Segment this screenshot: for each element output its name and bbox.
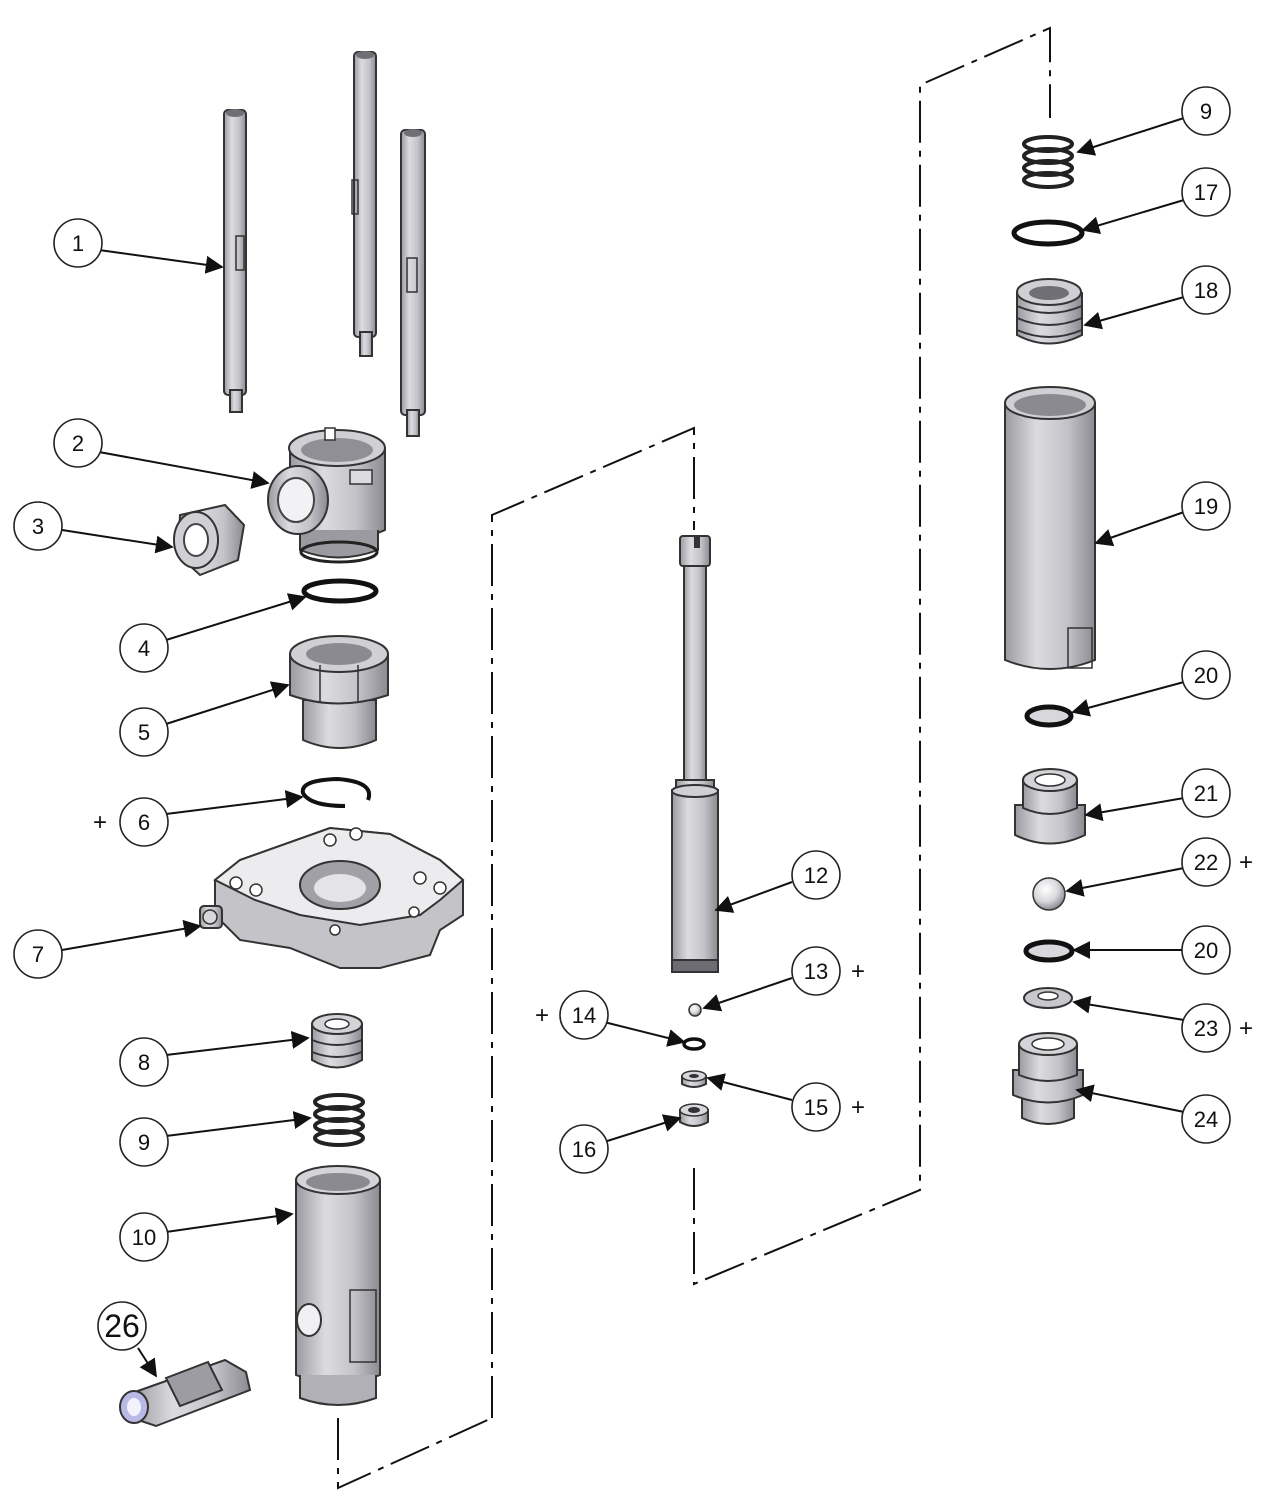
callout-10: 10 [119,1212,169,1262]
svg-text:8: 8 [138,1050,150,1075]
callout-26: 26 [97,1301,147,1351]
callout-4: 4 [119,623,169,673]
callout-12: 12 [791,850,841,900]
part-19-sleeve [1004,386,1096,670]
part-9-spring-right [1022,135,1074,189]
plus-mark-23: + [1239,1015,1253,1042]
part-26-fitting [119,1358,252,1428]
part-15-seat [681,1070,707,1088]
callout-1: 1 [53,218,103,268]
svg-text:20: 20 [1194,938,1218,963]
part-9-spring-left [313,1093,365,1147]
svg-text:9: 9 [138,1130,150,1155]
part-21-hex-fitting [1014,768,1086,845]
svg-text:10: 10 [132,1225,156,1250]
part-4-o-ring [301,578,379,604]
plus-mark-6: + [93,809,107,836]
part-22-ball [1032,877,1066,911]
callout-24: 24 [1181,1094,1231,1144]
callout-19: 19 [1181,481,1231,531]
svg-text:1: 1 [72,231,84,256]
svg-text:4: 4 [138,636,150,661]
svg-text:18: 18 [1194,278,1218,303]
callout-22: 22 + [1181,837,1253,887]
callout-21: 21 [1181,768,1231,818]
svg-text:20: 20 [1194,663,1218,688]
svg-text:7: 7 [32,942,44,967]
part-3-bushing [173,503,246,577]
assembly-center-lines [337,26,1051,1490]
svg-text:2: 2 [72,431,84,456]
part-24-fitting [1012,1032,1084,1125]
callout-13: 13 + [791,946,865,996]
callout-9-left: 9 [119,1117,169,1167]
part-8-seat [311,1013,363,1069]
part-12-piston-rod [671,535,719,973]
callout-20-lower: 20 [1181,925,1231,975]
callout-8: 8 [119,1037,169,1087]
svg-text:6: 6 [138,810,150,835]
part-6-snap-ring [300,776,372,808]
callout-6: 6 + [93,797,169,847]
svg-text:26: 26 [104,1308,140,1344]
callout-5: 5 [119,707,169,757]
callout-3: 3 [13,501,63,551]
callout-2: 2 [53,418,103,468]
svg-text:19: 19 [1194,494,1218,519]
callout-18: 18 [1181,265,1231,315]
part-10-cylinder [295,1165,381,1406]
part-5-hex-nut [289,635,389,749]
callout-15: 15 + [791,1082,865,1132]
svg-text:17: 17 [1194,180,1218,205]
svg-text:22: 22 [1194,850,1218,875]
callout-9-right: 9 [1181,86,1231,136]
svg-text:3: 3 [32,514,44,539]
part-14-o-ring [682,1037,706,1051]
callout-16: 16 [559,1124,609,1174]
part-23-washer [1023,987,1073,1009]
callout-14: 14 + [535,990,609,1040]
part-17-ring [1011,219,1085,247]
part-20-ring-lower [1023,939,1075,963]
callout-7: 7 [13,929,63,979]
callout-17: 17 [1181,167,1231,217]
part-13-ball [688,1003,702,1017]
leader-lines [61,117,1185,1378]
plus-mark-14: + [535,1002,549,1029]
svg-text:13: 13 [804,959,828,984]
plus-mark-15: + [851,1094,865,1121]
svg-text:12: 12 [804,863,828,888]
part-1-rods [223,51,426,437]
callout-20-upper: 20 [1181,650,1231,700]
svg-text:16: 16 [572,1137,596,1162]
part-2-housing [267,427,386,564]
callout-bubbles: 1 2 3 4 5 6 + 7 8 [13,86,1253,1351]
svg-text:9: 9 [1200,99,1212,124]
part-7-mounting-plate [199,826,465,969]
svg-text:23: 23 [1194,1016,1218,1041]
svg-text:5: 5 [138,720,150,745]
part-20-ring-upper [1024,704,1074,728]
part-16-nut [679,1103,709,1127]
plus-mark-13: + [851,958,865,985]
plus-mark-22: + [1239,849,1253,876]
svg-text:15: 15 [804,1095,828,1120]
callout-23: 23 + [1181,1003,1253,1053]
svg-text:14: 14 [572,1003,596,1028]
svg-text:24: 24 [1194,1107,1218,1132]
part-18-packing [1016,278,1083,345]
svg-text:21: 21 [1194,781,1218,806]
